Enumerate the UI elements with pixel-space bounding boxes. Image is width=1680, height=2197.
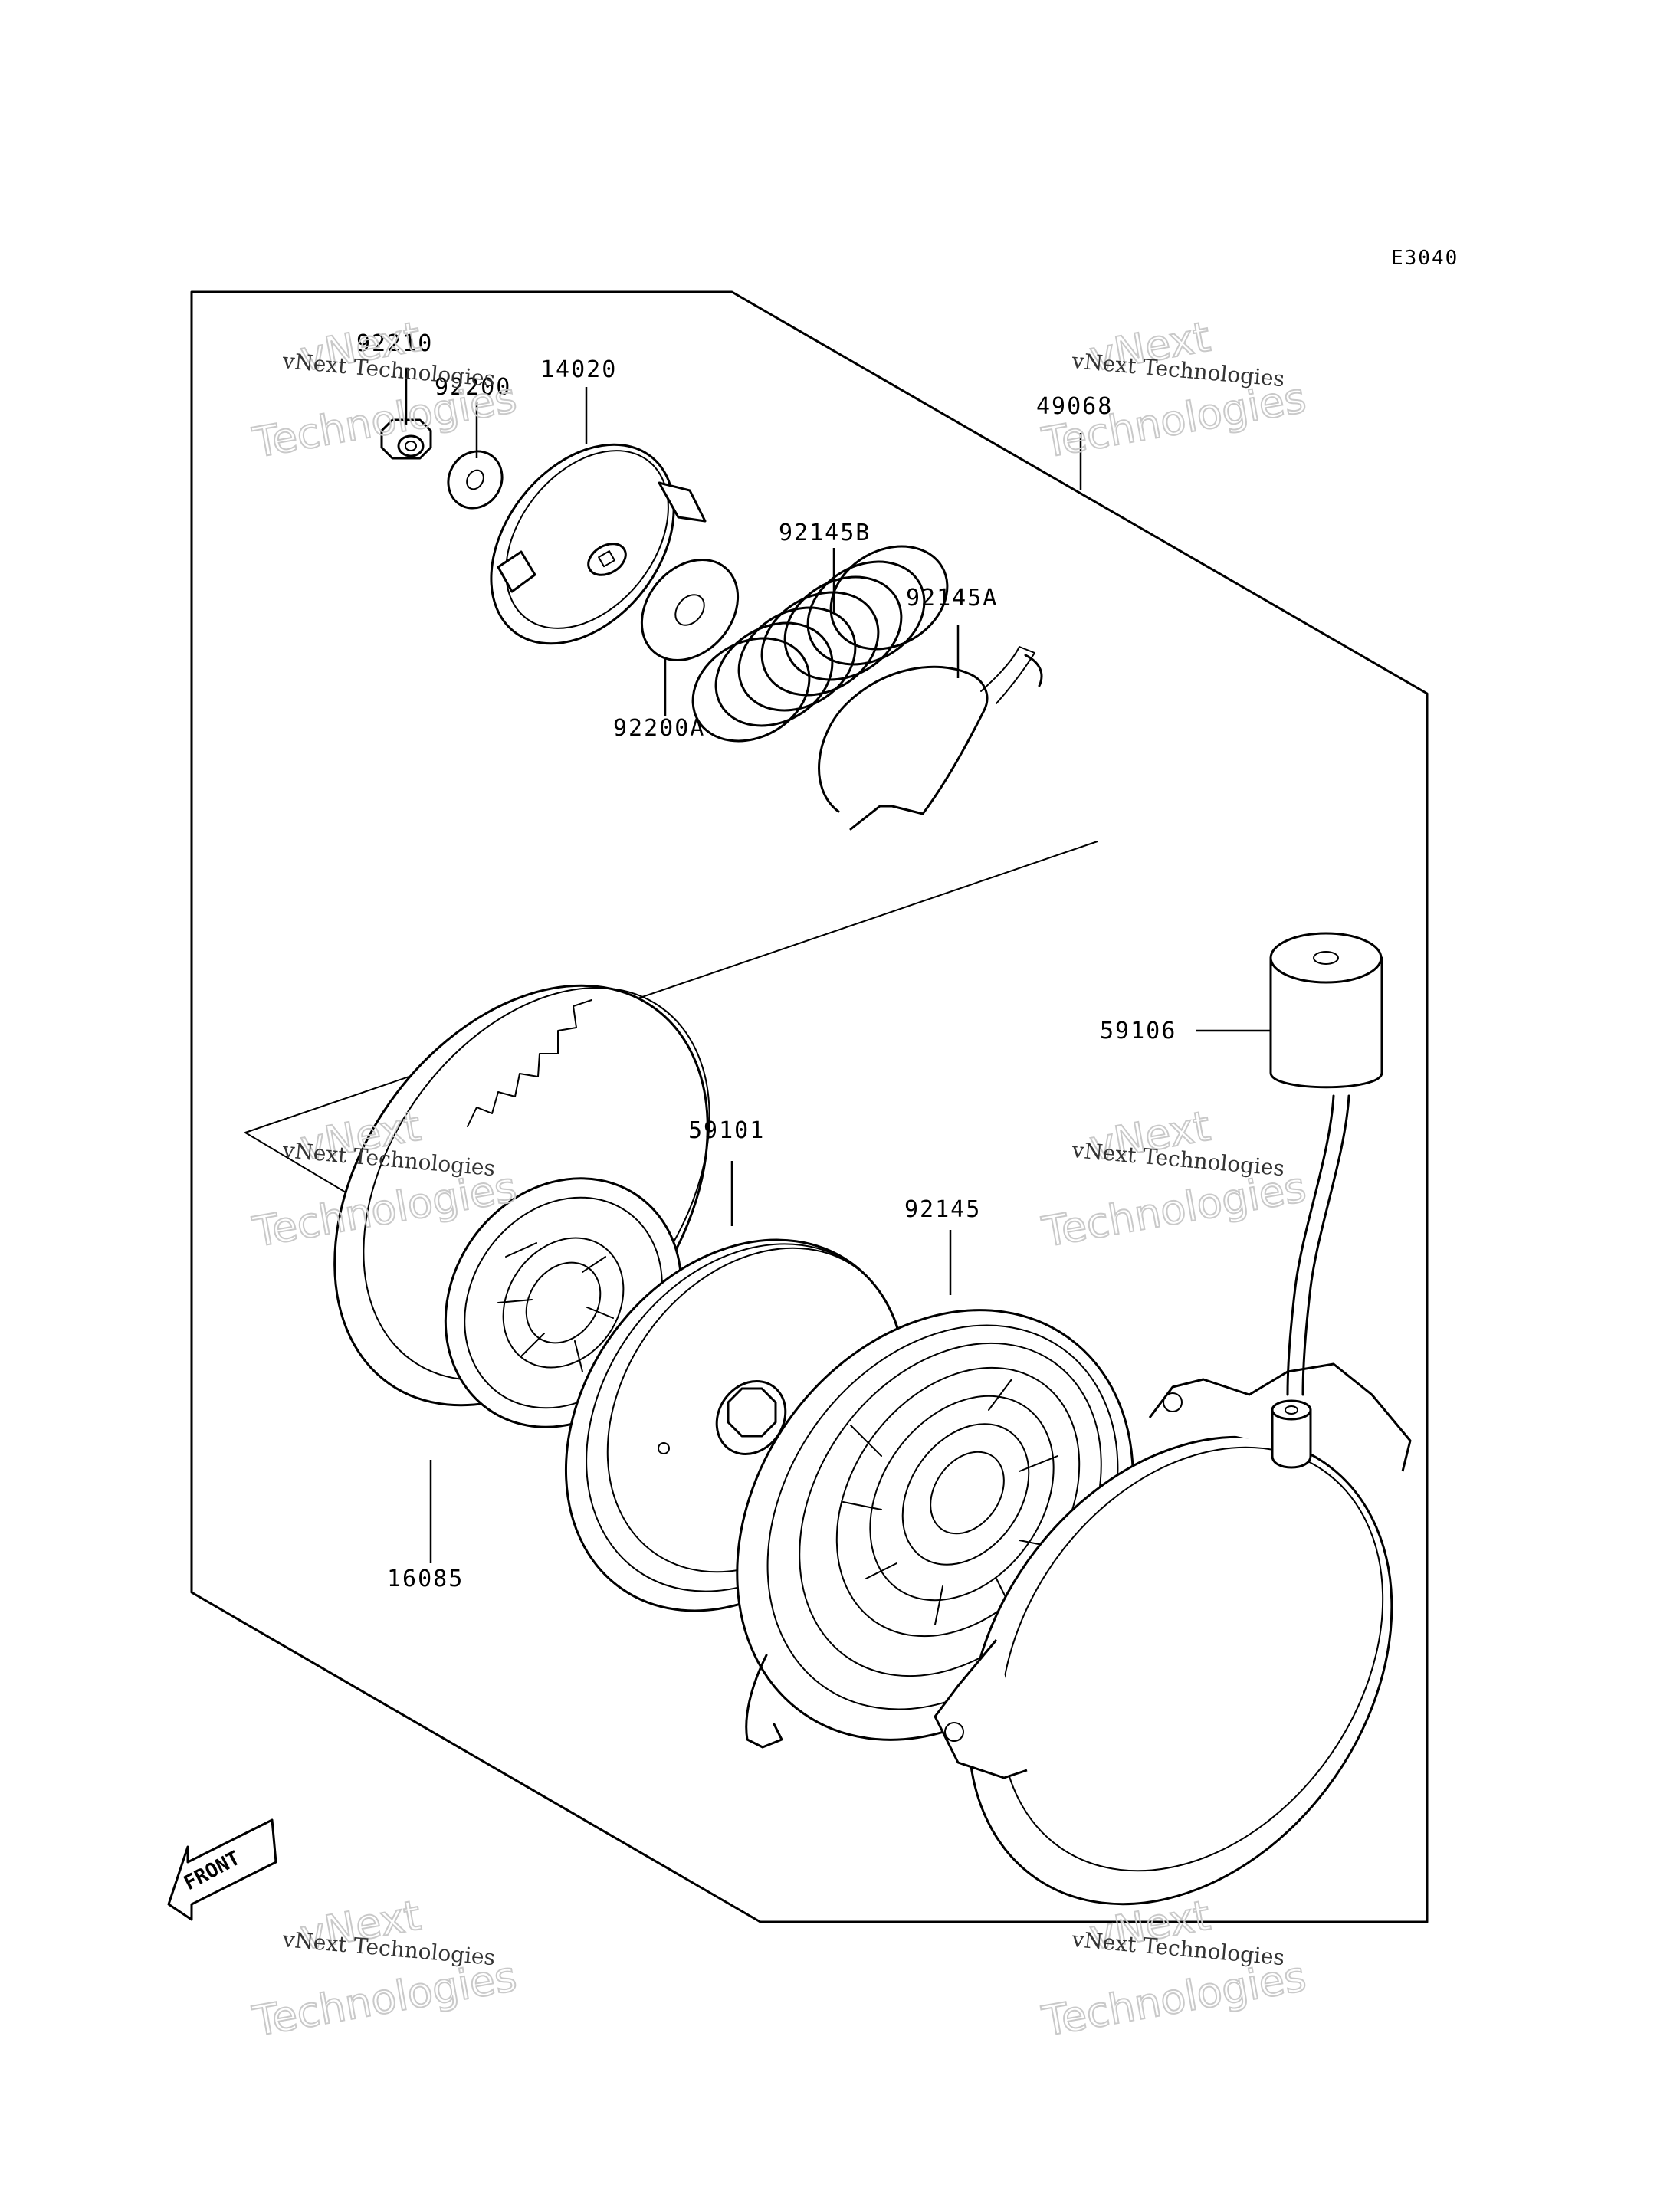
part-label-14020: 14020 <box>540 356 617 383</box>
front-arrow-icon: FRONT <box>167 1818 277 1921</box>
handle-59106 <box>1269 932 1383 1396</box>
washer-92200 <box>447 450 504 510</box>
part-label-92200: 92200 <box>435 374 511 401</box>
part-label-92145B: 92145B <box>779 520 871 546</box>
washer-92200A <box>640 558 740 662</box>
nut-92210 <box>380 418 432 460</box>
part-label-92145A: 92145A <box>906 585 998 612</box>
part-label-92145: 92145 <box>904 1196 981 1223</box>
part-label-49068: 49068 <box>1036 393 1113 420</box>
drive-plate-16085 <box>333 984 710 1428</box>
cover-14020 <box>490 443 707 645</box>
assembly-outline <box>190 290 1429 1923</box>
part-label-59101: 59101 <box>688 1117 765 1144</box>
wire-spring-92145A <box>818 646 1043 831</box>
part-label-59106: 59106 <box>1100 1018 1176 1044</box>
part-label-16085: 16085 <box>387 1566 464 1592</box>
diagram-code: E3040 <box>1391 247 1459 270</box>
part-label-92200A: 92200A <box>613 715 705 742</box>
subassembly-divider <box>244 841 1098 1205</box>
starter-case-49068 <box>934 1362 1412 1906</box>
spring-92145B <box>691 545 949 743</box>
part-label-92210: 92210 <box>356 330 433 357</box>
